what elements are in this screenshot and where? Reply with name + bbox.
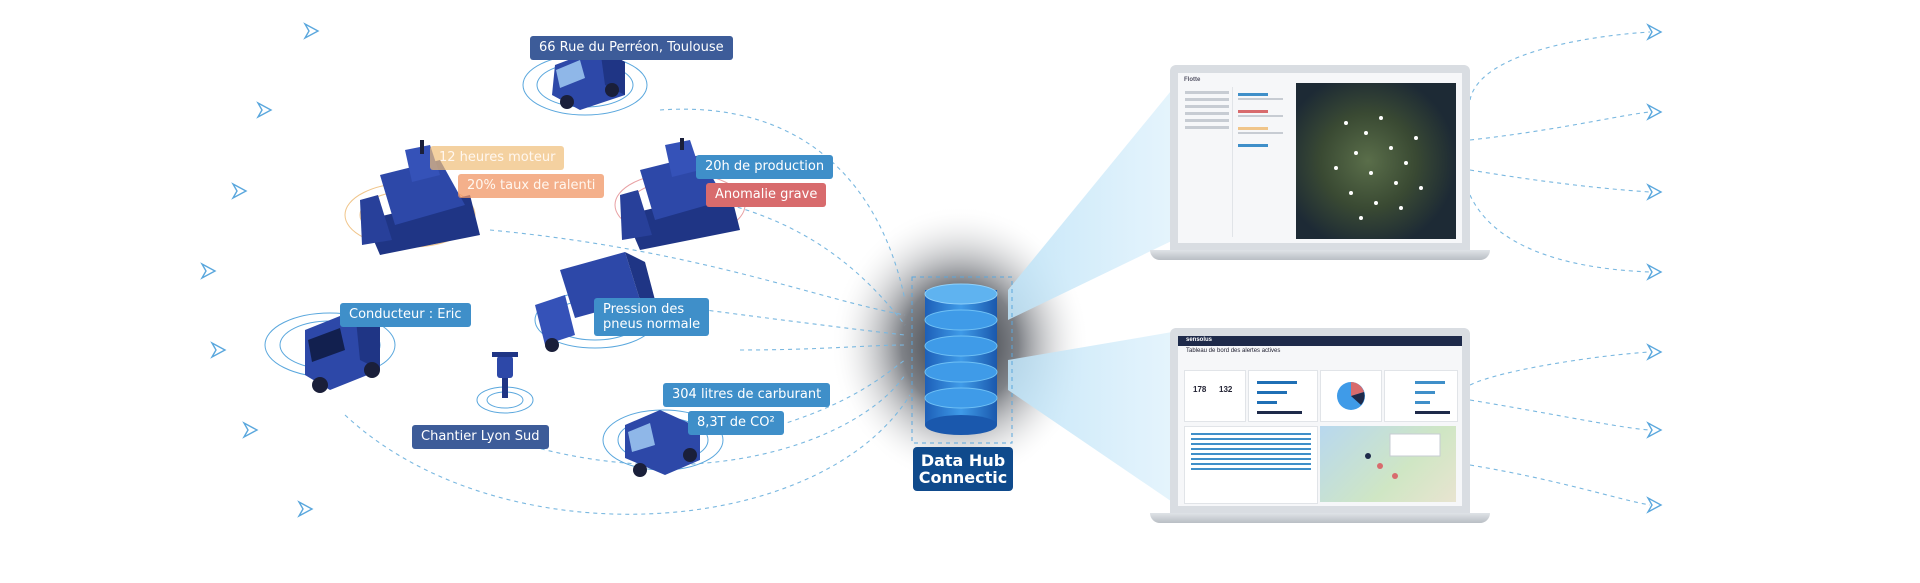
kpi-value-1: 178 <box>1193 385 1207 394</box>
label-anomaly: Anomalie grave <box>706 183 827 207</box>
label-tire-line-1: Pression des <box>603 302 685 317</box>
delivery-truck-icon <box>625 410 700 477</box>
label-driver: Conducteur : Eric <box>340 303 471 327</box>
beam-top <box>1008 75 1184 320</box>
laptop-map-screen: Flotte <box>1178 73 1462 243</box>
label-idle-rate: 20% taux de ralenti <box>458 174 605 198</box>
dashboard-title: Tableau de bord des alertes actives <box>1186 348 1281 354</box>
map-markers <box>1334 116 1423 220</box>
bulldozer-icon <box>360 140 480 255</box>
kpi-card: 178 132 <box>1184 370 1246 422</box>
label-tire-line-2: pneus normale <box>603 317 701 332</box>
laptop-map: Flotte <box>1150 65 1490 265</box>
pie-chart <box>1337 382 1365 410</box>
satellite-map <box>1296 83 1456 239</box>
arrow-markers-right <box>1646 23 1663 514</box>
label-co2: 8,3T de CO² <box>688 411 784 435</box>
pie-panel <box>1320 370 1382 422</box>
laptop-dashboard-screen: sensolus Tableau de bord des alertes act… <box>1178 336 1462 506</box>
beam-bottom <box>1008 330 1184 510</box>
jackhammer-icon <box>492 352 518 398</box>
laptop-dashboard-base <box>1150 513 1490 523</box>
kpi-value-2: 132 <box>1219 385 1233 394</box>
label-site: Chantier Lyon Sud <box>412 425 549 449</box>
label-engine-hours: 12 heures moteur <box>430 146 565 170</box>
dashboard-brand: sensolus <box>1186 337 1213 343</box>
signal-rings <box>264 54 746 471</box>
map-sidebar <box>1182 87 1233 237</box>
bar-panel <box>1248 370 1318 422</box>
label-fuel: 304 litres de carburant <box>663 383 831 407</box>
map-panel-title: Flotte <box>1184 77 1201 83</box>
database-icon <box>924 283 998 435</box>
map-asset-list <box>1236 87 1294 237</box>
hub-dashed-frame <box>911 276 1013 444</box>
alert-table <box>1184 426 1318 504</box>
label-tire-pressure: Pression des pneus normale <box>594 298 710 336</box>
label-address: 66 Rue du Perréon, Toulouse <box>530 36 733 60</box>
laptop-map-base <box>1150 250 1490 260</box>
dashboard-topbar: sensolus <box>1178 336 1462 346</box>
hub-label-line-2: Connectic <box>918 468 1008 487</box>
arrow-markers-left <box>200 22 320 518</box>
hub-label: Data Hub Connectic <box>913 447 1013 491</box>
alert-map-pins <box>1365 433 1441 479</box>
side-bar-panel <box>1384 370 1458 422</box>
laptop-dashboard: sensolus Tableau de bord des alertes act… <box>1150 328 1490 528</box>
hub-label-line-1: Data Hub <box>920 451 1006 470</box>
alert-map <box>1320 426 1456 502</box>
label-production: 20h de production <box>696 155 834 179</box>
output-lines <box>1469 31 1651 506</box>
